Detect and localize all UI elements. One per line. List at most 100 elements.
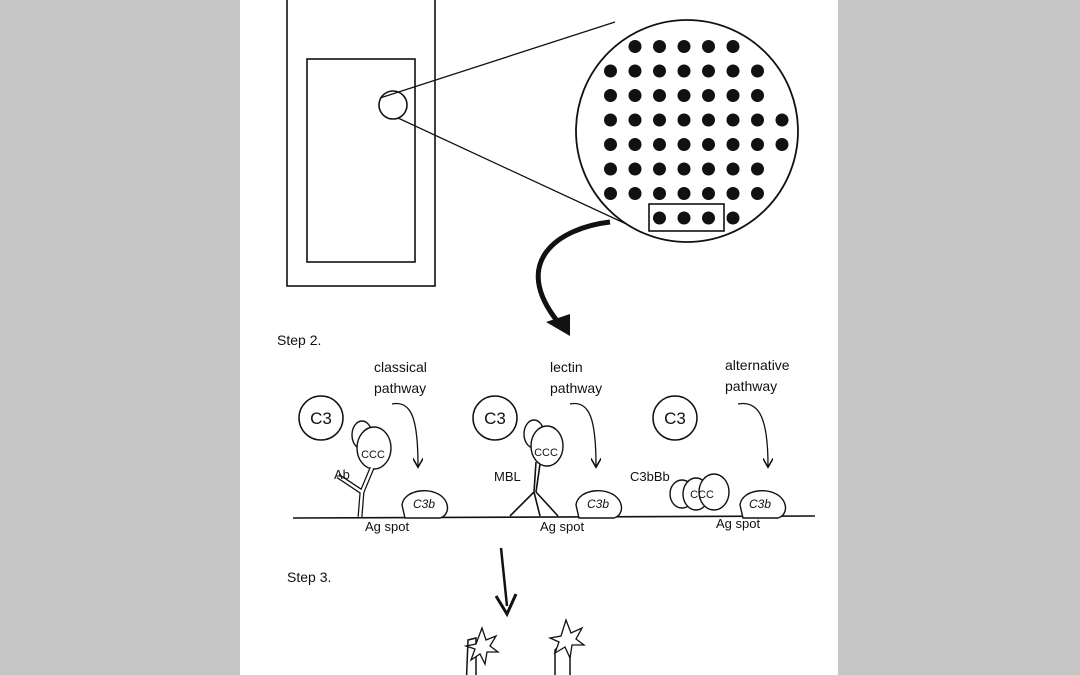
array-spot	[604, 162, 617, 176]
array-spot	[653, 64, 666, 78]
array-spot	[751, 64, 764, 78]
classical-pathway: classical pathway C3 CCC Ab C3b Ag spot	[298, 359, 449, 534]
step-3-arrow	[499, 547, 509, 607]
pathway-name-line1: lectin	[550, 359, 583, 375]
array-spot	[628, 113, 642, 127]
array-spot	[628, 162, 642, 176]
array-spot	[677, 187, 691, 200]
binder-label: MBL	[494, 469, 521, 484]
magnified-spot-array	[575, 19, 799, 243]
ag-spot-label: Ag spot	[365, 519, 409, 534]
array-spot	[751, 113, 764, 127]
array-spot	[726, 40, 740, 53]
spot-magnify-source	[378, 90, 408, 120]
pathway-name-line2: pathway	[725, 378, 777, 394]
c3-label: C3	[484, 409, 506, 428]
spot-dots	[604, 40, 789, 225]
array-spot	[653, 187, 666, 200]
signal-burst-icon	[547, 618, 586, 661]
array-spot	[726, 138, 740, 151]
pathway-name-line2: pathway	[374, 380, 426, 396]
array-spot	[677, 162, 691, 176]
c3b-label: C3b	[587, 497, 609, 511]
c3b-label: C3b	[413, 497, 435, 511]
binder-label: Ab	[334, 467, 350, 482]
array-spot	[726, 89, 740, 102]
array-spot	[702, 64, 715, 78]
c3-label: C3	[310, 409, 332, 428]
array-spot	[702, 211, 715, 225]
step-2-label: Step 2.	[277, 332, 321, 348]
array-spot	[653, 89, 666, 102]
surface-baseline	[292, 515, 816, 519]
array-spot	[726, 162, 740, 176]
array-spot	[677, 40, 691, 53]
ccc-label: CCC	[534, 447, 558, 459]
array-spot	[604, 138, 617, 151]
array-spot	[751, 187, 764, 200]
array-spot	[628, 89, 642, 102]
array-spot	[751, 162, 764, 176]
signal-burst-icon	[463, 626, 500, 667]
ccc-label: CCC	[690, 489, 714, 501]
array-spot	[677, 89, 691, 102]
array-spot	[775, 138, 789, 151]
array-spot	[702, 162, 715, 176]
array-spot	[726, 211, 740, 225]
array-spot	[702, 187, 715, 200]
array-spot	[702, 113, 715, 127]
detection-antibody-right	[547, 618, 586, 675]
array-spot	[726, 187, 740, 200]
alternative-pathway: alternative pathway C3 CCC C3bBb C3b Ag …	[630, 357, 790, 531]
array-spot	[604, 89, 617, 102]
array-spot	[653, 211, 666, 225]
array-spot	[628, 138, 642, 151]
selected-spots-box	[648, 203, 725, 232]
pathway-name-line1: classical	[374, 359, 427, 375]
array-spot	[726, 113, 740, 127]
ag-spot-label: Ag spot	[716, 516, 760, 531]
step-3-label: Step 3.	[287, 569, 331, 585]
zoom-line-bottom	[397, 117, 651, 236]
curved-arrow-head	[546, 314, 570, 336]
binder-label: C3bBb	[630, 469, 670, 484]
array-spot	[702, 89, 715, 102]
array-spot	[677, 113, 691, 127]
array-spot	[604, 187, 617, 200]
ccc-label: CCC	[361, 449, 385, 461]
array-spot	[702, 40, 715, 53]
cleavage-arrow	[391, 402, 418, 466]
microarray-slide	[286, 0, 436, 287]
curved-arrow	[535, 219, 611, 324]
array-spot	[677, 211, 691, 225]
c3b-label: C3b	[749, 497, 771, 511]
array-spot	[653, 113, 666, 127]
cleavage-arrow	[569, 402, 596, 466]
array-spot	[604, 113, 617, 127]
array-spot	[751, 89, 764, 102]
array-spot	[653, 40, 666, 53]
array-spot	[653, 138, 666, 151]
array-spot	[628, 187, 642, 200]
array-spot	[751, 138, 764, 151]
array-spot	[604, 64, 617, 78]
array-spot	[677, 138, 691, 151]
array-spot	[775, 113, 789, 127]
array-spot	[628, 64, 642, 78]
pathway-name-line1: alternative	[725, 357, 790, 373]
lectin-pathway: lectin pathway C3 CCC MBL C3b Ag spot	[472, 359, 623, 534]
array-spot	[628, 40, 642, 53]
c3-label: C3	[664, 409, 686, 428]
document-page: Step 2. Step 3. classical pathway C3 CCC…	[240, 0, 838, 675]
pathway-name-line2: pathway	[550, 380, 602, 396]
array-spot	[677, 64, 691, 78]
step-3-arrow-head	[494, 593, 518, 618]
array-spot	[653, 162, 666, 176]
zoom-line-top	[379, 21, 616, 99]
cleavage-arrow	[737, 402, 768, 466]
array-spot	[726, 64, 740, 78]
array-spot	[702, 138, 715, 151]
ag-spot-label: Ag spot	[540, 519, 584, 534]
detection-antibody-left	[463, 626, 500, 675]
complement-assay-diagram: Step 2. Step 3. classical pathway C3 CCC…	[277, 0, 816, 675]
